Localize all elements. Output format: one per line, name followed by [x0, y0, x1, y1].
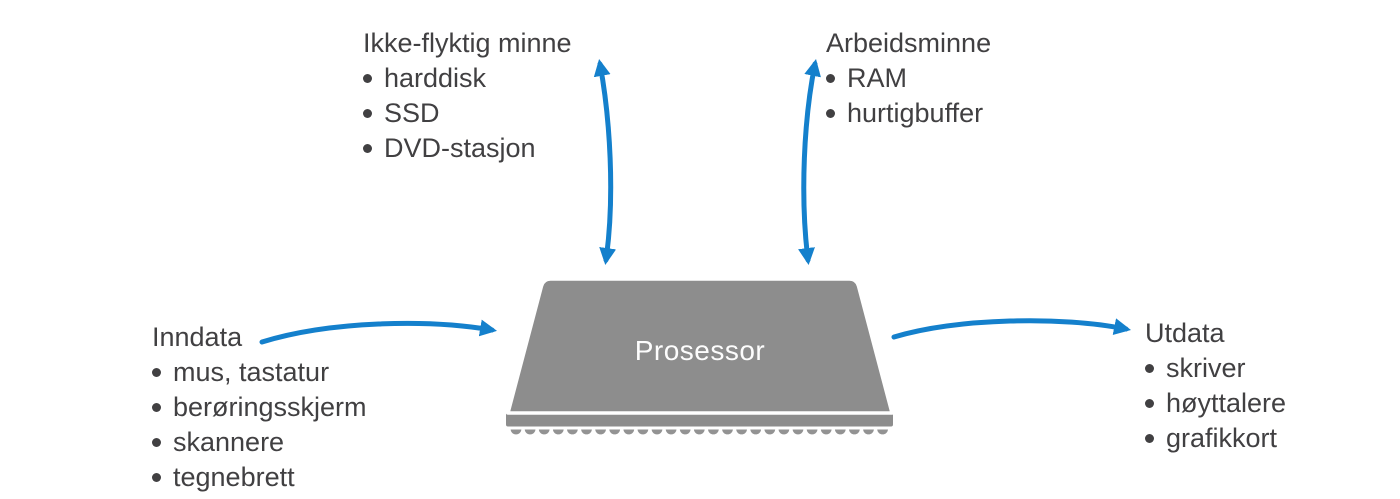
list-item: hurtigbuffer [826, 96, 991, 131]
list-item: skriver [1145, 351, 1286, 386]
bullet-dot [1145, 434, 1154, 443]
list-item: tegnebrett [152, 460, 367, 495]
bullet-dot [826, 109, 835, 118]
processor-chip [503, 277, 896, 437]
list-item-label: harddisk [384, 63, 487, 93]
processor-body [506, 277, 894, 415]
section-working-memory: Arbeidsminne RAM hurtigbuffer [826, 26, 991, 131]
bullet-dot [152, 438, 161, 447]
arrow-processor-to-nonvolatile-memory [593, 58, 617, 266]
list-item-label: hurtigbuffer [847, 98, 984, 128]
list-item-label: berøringsskjerm [173, 392, 367, 422]
list-item: SSD [363, 96, 572, 131]
list-item-label: mus, tastatur [173, 357, 330, 387]
list-item: skannere [152, 425, 367, 460]
arrow-input-to-processor [259, 319, 498, 345]
bullet-dot [1145, 364, 1154, 373]
list-item-label: tegnebrett [173, 462, 295, 492]
list-item: mus, tastatur [152, 355, 367, 390]
arrow-processor-to-output [891, 318, 1131, 340]
section-title-working-memory: Arbeidsminne [826, 28, 992, 58]
bullet-dot [363, 144, 372, 153]
bullet-dot [826, 74, 835, 83]
section-title-input: Inndata [152, 322, 243, 352]
section-nonvolatile-memory: Ikke-flyktig minne harddisk SSD DVD-stas… [363, 26, 572, 166]
bullet-dot [363, 109, 372, 118]
list-item-label: SSD [384, 98, 440, 128]
bullet-dot [152, 403, 161, 412]
list-item-label: skriver [1166, 353, 1246, 383]
list-item: berøringsskjerm [152, 390, 367, 425]
list-item-label: DVD-stasjon [384, 133, 536, 163]
list-item-label: RAM [847, 63, 907, 93]
bullet-dot [152, 473, 161, 482]
section-title-output: Utdata [1145, 318, 1225, 348]
processor-label: Prosessor [634, 335, 766, 366]
list-item-label: høyttalere [1166, 388, 1287, 418]
list-item: RAM [826, 61, 991, 96]
section-input: Inndata mus, tastatur berøringsskjerm sk… [152, 320, 367, 495]
arrow-processor-to-working-memory [798, 59, 821, 266]
bullet-dot [363, 74, 372, 83]
section-title-nonvolatile-memory: Ikke-flyktig minne [363, 28, 572, 58]
list-item: høyttalere [1145, 386, 1286, 421]
list-item-label: grafikkort [1166, 423, 1278, 453]
list-item: DVD-stasjon [363, 131, 572, 166]
bullet-dot [1145, 399, 1154, 408]
list-item: grafikkort [1145, 421, 1286, 456]
section-output: Utdata skriver høyttalere grafikkort [1145, 316, 1286, 456]
list-item: harddisk [363, 61, 572, 96]
list-item-label: skannere [173, 427, 285, 457]
bullet-dot [152, 368, 161, 377]
